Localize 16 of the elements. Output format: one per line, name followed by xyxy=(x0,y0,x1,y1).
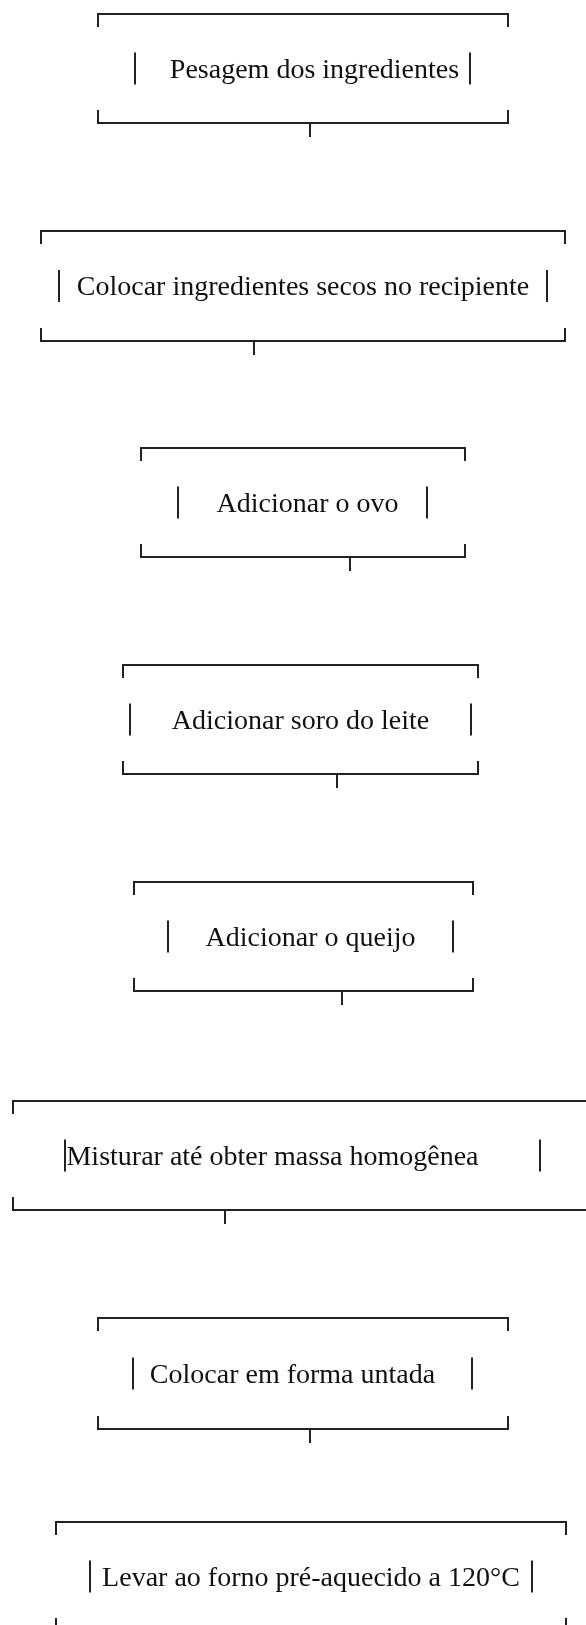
process-box xyxy=(97,1317,509,1444)
step-label: Adicionar soro do leite xyxy=(171,704,430,735)
process-box xyxy=(97,13,509,138)
process-box xyxy=(140,447,466,572)
process-box xyxy=(133,881,474,1006)
step-label: Adicionar o queijo xyxy=(205,921,416,952)
process-box xyxy=(55,1521,567,1625)
process-box xyxy=(40,230,566,356)
process-box xyxy=(122,664,479,789)
step-label: Misturar até obter massa homogênea xyxy=(66,1140,479,1171)
step-label: Levar ao forno pré-aquecido a 120°C xyxy=(102,1561,520,1592)
process-box xyxy=(12,1100,586,1225)
step-label: Colocar ingredientes secos no recipiente xyxy=(76,270,530,302)
step-label: Pesagem dos ingredientes xyxy=(169,53,460,84)
step-label: Adicionar o ovo xyxy=(216,487,399,518)
step-label: Colocar em forma untada xyxy=(149,1358,436,1389)
